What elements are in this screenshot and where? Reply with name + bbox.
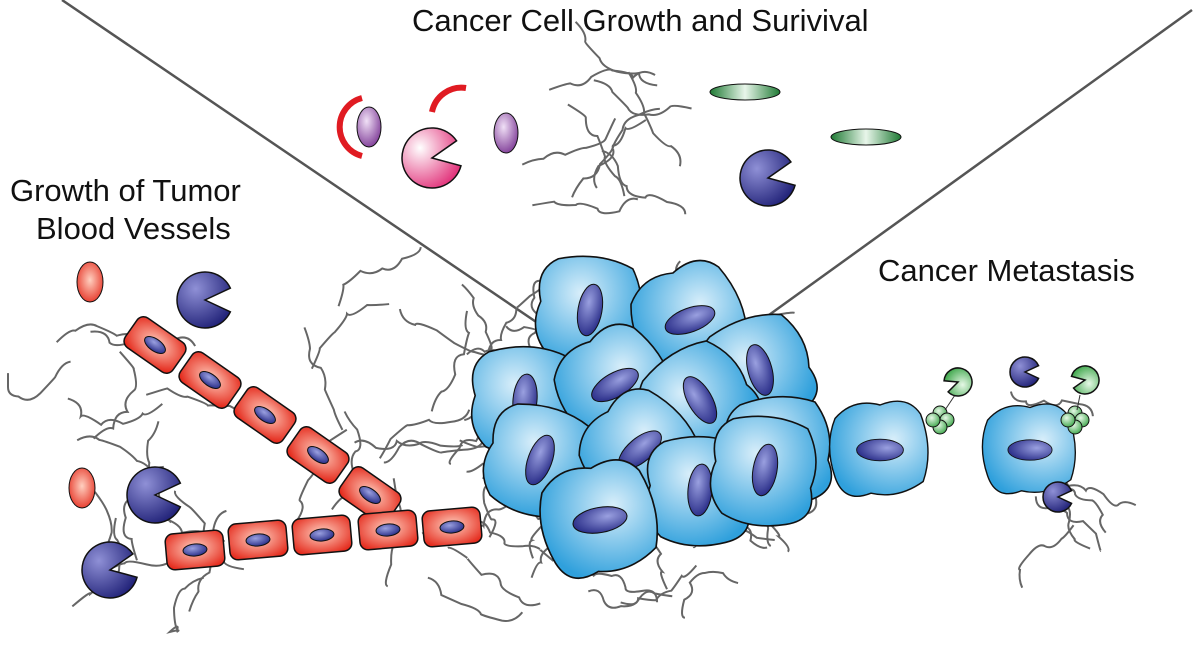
fiber	[383, 439, 485, 464]
tumor-cell-cluster	[470, 255, 1077, 580]
vessel-nucleus	[309, 528, 335, 542]
fiber	[92, 351, 138, 440]
vessel-cell	[291, 514, 353, 556]
pacman-growth-factor	[176, 271, 232, 329]
tumor-nucleus	[576, 283, 604, 337]
tumor-cell	[709, 415, 817, 527]
pacman-growth-factor	[739, 149, 796, 207]
fiber	[627, 71, 682, 167]
vessel-nucleus	[375, 523, 401, 537]
red-oval-factor	[76, 261, 104, 303]
receptor-tether	[944, 394, 956, 411]
vessel-cell	[286, 426, 350, 484]
fiber	[6, 360, 71, 401]
label-line-1: Growth of Tumor	[10, 173, 241, 208]
blood-vessel-cells	[123, 316, 483, 571]
red-arc-inhibitor	[429, 84, 467, 113]
receptor-tether	[1076, 394, 1081, 411]
purple-oval-factor	[356, 106, 382, 148]
fiber	[574, 21, 658, 87]
vessel-cell	[357, 509, 419, 551]
fiber	[521, 118, 617, 166]
green-oval-factor	[830, 128, 902, 146]
pacman-growth-factor	[1042, 481, 1073, 513]
label-cancer-cell-growth: Cancer Cell Growth and Surivival	[412, 3, 869, 38]
vessel-nucleus	[144, 336, 166, 354]
vessel-cell	[233, 386, 297, 444]
pacman-growth-factor	[81, 541, 138, 599]
fiber	[1018, 524, 1075, 589]
clover-lobe	[925, 412, 941, 428]
vessel-nucleus	[254, 406, 276, 424]
vessel-cell	[227, 519, 289, 561]
fiber	[587, 589, 673, 609]
red-arc-inhibitor	[336, 95, 363, 159]
fiber	[67, 397, 163, 427]
green-receptor	[1060, 405, 1090, 435]
green-oval-factor	[709, 83, 781, 101]
red-oval-factor	[68, 467, 96, 509]
green-receptor	[925, 405, 955, 435]
fiber	[337, 246, 422, 307]
clover-lobe	[1060, 412, 1076, 428]
fiber	[532, 197, 639, 215]
tumor-nucleus	[746, 344, 774, 396]
tumor-nucleus	[664, 305, 716, 335]
fiber	[354, 439, 464, 450]
fiber	[601, 149, 687, 215]
pacman-growth-factor	[126, 466, 182, 524]
metastatic-tumor-cell	[981, 403, 1077, 495]
fiber	[593, 79, 692, 117]
pink-receptor-ligand	[401, 127, 462, 189]
label-line-2: Blood Vessels	[36, 211, 231, 246]
vessel-nucleus	[359, 486, 381, 504]
fiber	[166, 576, 204, 634]
fiber	[567, 103, 626, 197]
fiber	[310, 303, 390, 370]
migrating-tumor-cell	[828, 400, 929, 497]
vessel-nucleus	[199, 371, 221, 389]
fiber	[1050, 477, 1137, 507]
vessel-cell	[123, 316, 187, 374]
tumor-nucleus	[572, 506, 628, 534]
vessel-nucleus	[439, 520, 465, 534]
fiber	[681, 570, 739, 619]
fiber	[398, 308, 498, 357]
fiber	[593, 107, 660, 189]
fiber	[447, 546, 541, 607]
fiber	[145, 387, 253, 412]
fiber	[487, 283, 545, 353]
pointer-line-right	[761, 8, 1193, 322]
vessel-nucleus	[307, 446, 329, 464]
tumor-nucleus	[1007, 439, 1053, 461]
vessel-nucleus	[245, 533, 271, 547]
pacman-growth-factor	[1009, 356, 1040, 388]
fiber	[427, 576, 524, 622]
fiber	[303, 327, 344, 431]
tumor-nucleus	[751, 443, 779, 497]
label-tumor-blood-vessels: Growth of Tumor Blood Vessels	[10, 172, 241, 248]
tumor-cell	[539, 459, 659, 580]
label-cancer-metastasis: Cancer Metastasis	[878, 253, 1135, 288]
fiber	[571, 119, 647, 198]
fiber	[430, 310, 471, 412]
vessel-cell	[164, 529, 226, 571]
tumor-nucleus	[525, 434, 555, 486]
green-pacman-ligand	[943, 367, 973, 397]
vessel-cell	[178, 351, 242, 409]
tumor-nucleus	[682, 376, 718, 424]
fiber	[378, 409, 471, 459]
green-pacman-ligand	[1070, 365, 1100, 395]
purple-oval-factor	[493, 112, 519, 154]
vessel-cell	[421, 506, 483, 548]
fiber	[548, 68, 656, 91]
pointer-line-left	[61, 0, 549, 332]
fiber	[475, 520, 555, 562]
vessel-nucleus	[182, 543, 208, 557]
growth-factors	[68, 83, 1100, 599]
tumor-nucleus	[856, 438, 904, 462]
